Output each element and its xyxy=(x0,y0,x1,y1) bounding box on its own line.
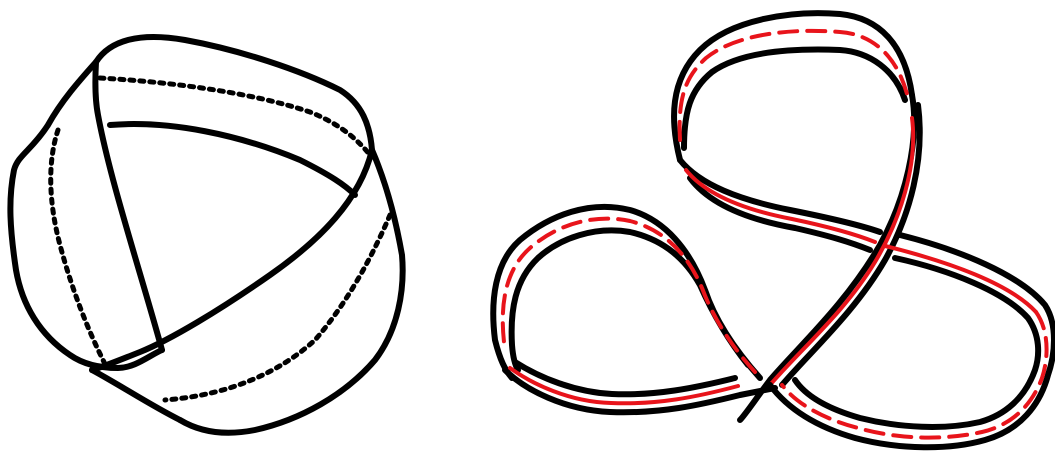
mobius-hidden-top-edge xyxy=(100,78,370,155)
ribbon-left-loop-centerline xyxy=(503,219,755,372)
mobius-band-left xyxy=(10,37,402,433)
trefoil-ribbon-right xyxy=(493,13,1054,447)
mobius-twist-edge xyxy=(95,62,162,350)
mobius-hidden-lower-edge xyxy=(165,215,390,400)
mobius-inner-top-edge xyxy=(110,124,355,195)
mobius-hidden-left-edge xyxy=(51,130,104,362)
ribbon-right-loop-inner xyxy=(795,258,1038,427)
ribbon-top-loop-outer xyxy=(674,13,912,160)
ribbon-left-loop-inner xyxy=(512,230,748,370)
ribbon-top-loop-inner xyxy=(684,50,905,148)
mobius-lower-front-edge xyxy=(92,370,180,420)
